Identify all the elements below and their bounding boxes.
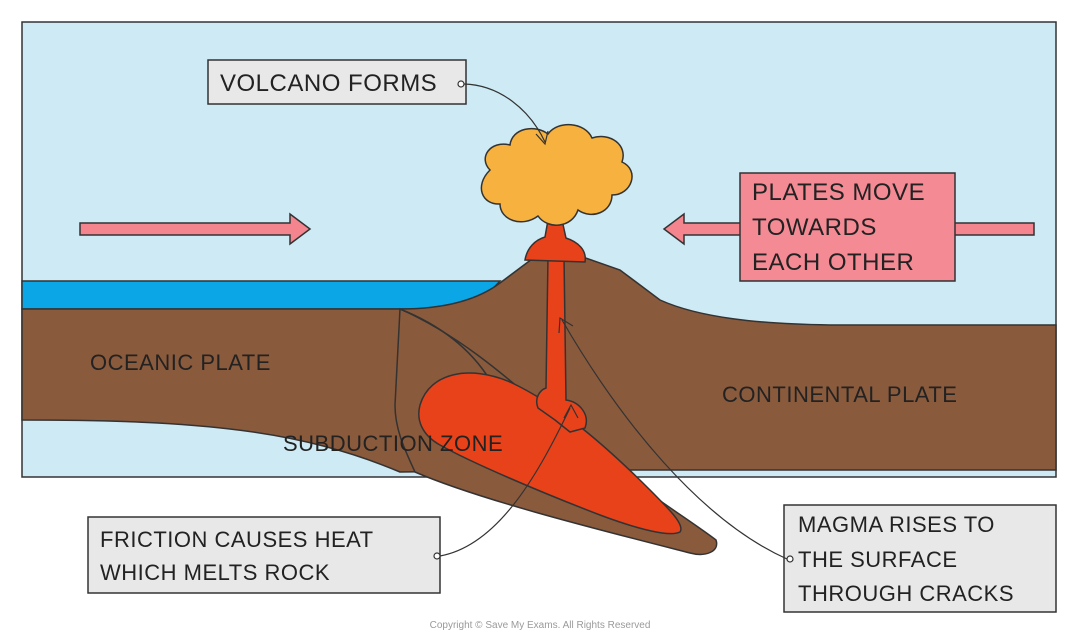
callout-plates-line-1: PLATES MOVE — [752, 179, 925, 206]
callout-volcano-text: VOLCANO FORMS — [220, 70, 437, 97]
label-subduction-zone: SUBDUCTION ZONE — [283, 431, 503, 456]
callout-friction-line-2: WHICH MELTS ROCK — [100, 560, 330, 585]
callout-plates-line-3: EACH OTHER — [752, 249, 914, 276]
plate-arrow-right-icon — [79, 212, 312, 246]
magma-conduit — [535, 255, 587, 433]
callout-friction-line-1: FRICTION CAUSES HEAT — [100, 527, 374, 552]
subduction-boundary — [399, 308, 491, 381]
callout-plates-line-2: TOWARDS — [752, 214, 877, 241]
copyright-text: Copyright © Save My Exams. All Rights Re… — [430, 620, 651, 631]
label-oceanic-plate: OCEANIC PLATE — [90, 350, 271, 375]
callout-magma-line-3: THROUGH CRACKS — [798, 581, 1014, 606]
callout-plates-move: PLATES MOVE TOWARDS EACH OTHER — [739, 172, 956, 282]
label-continental-plate: CONTINENTAL PLATE — [722, 382, 957, 407]
callout-magma-line-2: THE SURFACE — [798, 547, 958, 572]
ash-cloud — [480, 124, 633, 226]
ocean-water — [21, 280, 502, 310]
magma-chamber — [418, 372, 682, 535]
callout-magma: MAGMA RISES TO THE SURFACE THROUGH CRACK… — [558, 316, 1057, 613]
callout-volcano: VOLCANO FORMS — [207, 59, 549, 146]
callout-magma-line-1: MAGMA RISES TO — [798, 512, 995, 537]
crust-plates — [21, 252, 1057, 473]
callout-friction: FRICTION CAUSES HEAT WHICH MELTS ROCK — [87, 403, 579, 594]
